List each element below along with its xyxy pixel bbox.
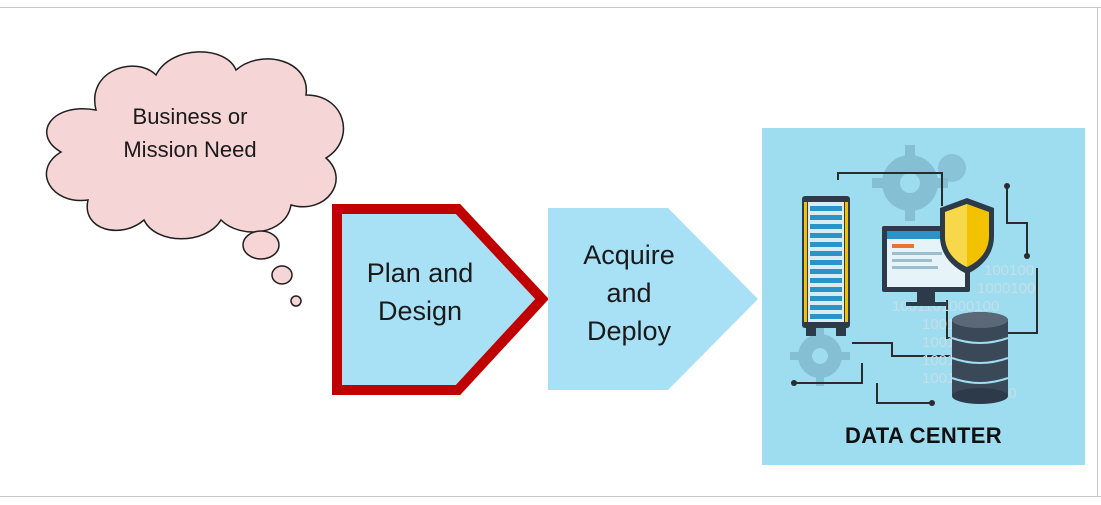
binary-line-1: 100100 <box>984 262 1034 279</box>
thought-bubble-small <box>290 295 302 307</box>
plan-line-1: Plan and <box>366 258 474 288</box>
frame-bottom-border <box>0 496 1101 497</box>
plan-line-2: Design <box>377 296 463 326</box>
plan-and-design-step: Plan and Design <box>330 202 555 397</box>
cloud-line-1: Business or <box>132 104 248 129</box>
acquire-line-3: Deploy <box>586 316 672 346</box>
acquire-label: Acquire and Deploy <box>554 236 704 350</box>
acquire-and-deploy-step: Acquire and Deploy <box>546 208 761 391</box>
gear-icon-small <box>790 326 850 386</box>
thought-bubble-large <box>242 230 280 260</box>
acquire-pentagon-shape <box>548 208 758 390</box>
thought-bubble-medium <box>271 265 293 285</box>
frame-top-border <box>0 7 1101 8</box>
shield-icon <box>940 198 994 274</box>
plan-pentagon-shape <box>332 204 549 395</box>
gear-icon <box>872 145 948 221</box>
plan-label: Plan and Design <box>350 254 490 330</box>
data-center-label: DATA CENTER <box>845 423 1002 448</box>
business-need-cloud: Business or Mission Need <box>26 40 356 315</box>
cloud-shape <box>45 51 345 240</box>
data-center-panel: 100100 1000100 1001101000100 1001100 100… <box>762 128 1085 465</box>
acquire-line-1: Acquire <box>583 240 675 270</box>
database-icon <box>951 312 1009 404</box>
frame-right-border <box>1097 7 1098 497</box>
cloud-label: Business or Mission Need <box>90 100 290 166</box>
binary-line-2: 1000100 <box>977 280 1035 297</box>
server-rack-icon <box>802 196 850 336</box>
acquire-line-2: and <box>606 278 652 308</box>
gear-icon-top <box>938 154 966 182</box>
cloud-line-2: Mission Need <box>123 137 257 162</box>
